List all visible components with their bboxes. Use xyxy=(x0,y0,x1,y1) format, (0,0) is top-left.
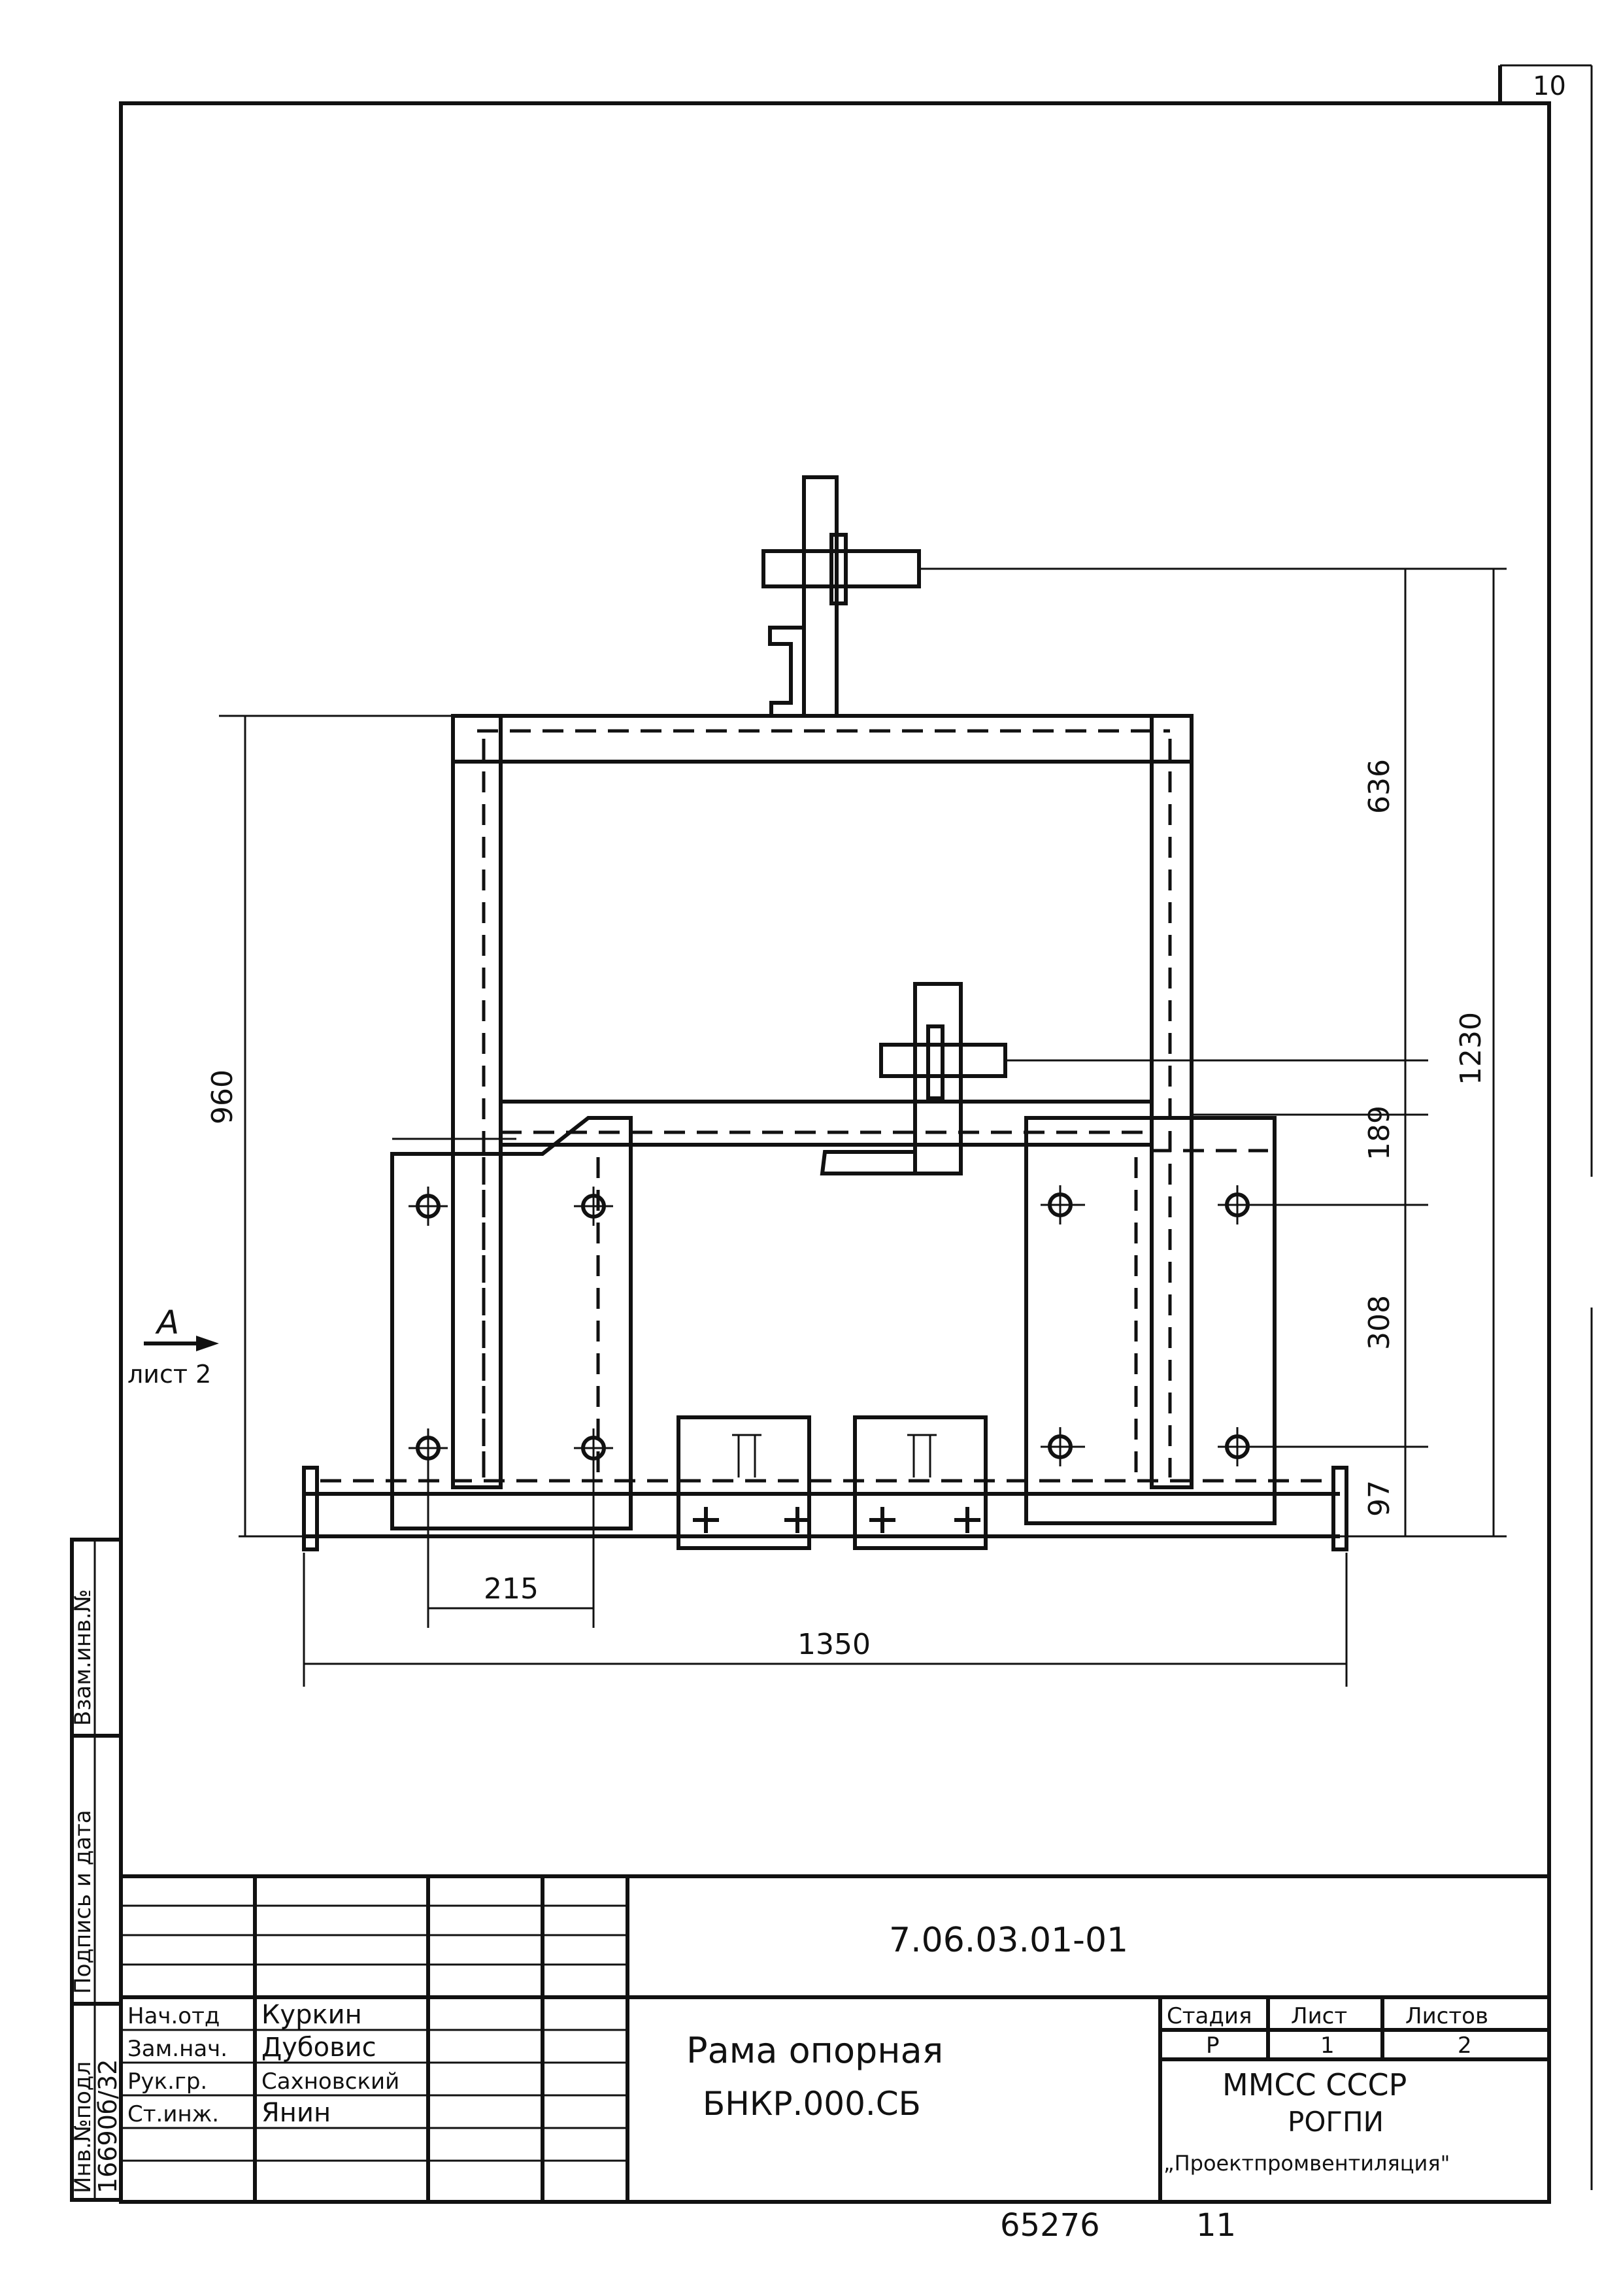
title-line2: БНКР.000.СБ xyxy=(703,2085,921,2123)
rail-clamp-right-marks xyxy=(869,1507,980,1533)
rail-clamp-left-bolt xyxy=(732,1434,761,1477)
dim-308: 308 xyxy=(1363,1295,1396,1350)
title-line1: Рама опорная xyxy=(686,2030,943,2071)
person-name-2: Сахновский xyxy=(261,2068,399,2095)
sheet-header: Лист xyxy=(1291,2003,1347,2029)
view-arrow-head xyxy=(196,1336,219,1351)
person-name-1: Дубовис xyxy=(261,2033,376,2063)
sheets-value: 2 xyxy=(1458,2033,1472,2059)
middle-clamp-bolt xyxy=(926,1024,944,1100)
top-clamp-bolt xyxy=(829,533,848,605)
sheet-value: 1 xyxy=(1320,2033,1335,2059)
rail-clamp-right xyxy=(853,1415,988,1550)
middle-bracket-post xyxy=(913,982,963,1175)
sheet-frame xyxy=(119,101,1551,2204)
left-plate-holes xyxy=(409,1187,613,1468)
rail-clamp-left-marks xyxy=(693,1507,811,1533)
top-bracket-angle xyxy=(768,626,806,718)
inv-orig-label: Инв.№подл xyxy=(70,2061,96,2193)
person-name-0: Куркин xyxy=(261,2000,362,2030)
rail-clamp-left xyxy=(677,1415,811,1550)
title-block: 7.06.03.01-01 Рама опорная БНКР.000.СБ С… xyxy=(121,1874,1549,2200)
org-line3: „Проектпромвентиляция" xyxy=(1163,2151,1450,2176)
dim-189: 189 xyxy=(1363,1106,1396,1160)
dim-97: 97 xyxy=(1363,1480,1396,1517)
dim-215: 215 xyxy=(484,1572,539,1606)
view-marker: A xyxy=(155,1304,179,1342)
dimensions: 636 189 308 97 1230 960 215 1350 A лист … xyxy=(127,567,1507,1687)
person-name-3: Янин xyxy=(261,2098,331,2128)
rail-end-right xyxy=(1331,1466,1348,1551)
left-mount-plate xyxy=(390,1116,633,1530)
frame-drawing xyxy=(302,475,1428,1551)
person-role-2: Рук.гр. xyxy=(127,2068,207,2095)
person-role-1: Зам.нач. xyxy=(127,2036,227,2062)
middle-bracket-angle xyxy=(820,1150,917,1175)
sheet-number: 10 xyxy=(1533,71,1566,101)
archive-number: 65276 xyxy=(1000,2207,1100,2244)
sheets-header: Листов xyxy=(1405,2003,1488,2029)
designation: 7.06.03.01-01 xyxy=(889,1921,1128,1960)
view-sheet-ref: лист 2 xyxy=(127,1360,211,1389)
inv-orig-value: 16690б/32 xyxy=(93,2059,122,2193)
sign-date-label: Подпись и дата xyxy=(70,1810,96,1994)
stage-value: Р xyxy=(1206,2033,1220,2059)
person-role-0: Нач.отд xyxy=(127,2003,220,2029)
dim-1350: 1350 xyxy=(797,1628,871,1661)
org-line1: ММСС СССР xyxy=(1222,2067,1407,2102)
dim-636: 636 xyxy=(1363,759,1396,814)
replace-inv-label: Взам.инв.№ xyxy=(70,1589,96,1726)
side-stamp: Взам.инв.№ Подпись и дата Инв.№подл 1669… xyxy=(70,1538,123,2202)
org-line2: РОГПИ xyxy=(1288,2106,1384,2138)
rail-end-left xyxy=(302,1466,319,1551)
dim-1230: 1230 xyxy=(1454,1012,1488,1085)
right-mount-plate xyxy=(1024,1116,1277,1525)
stage-header: Стадия xyxy=(1167,2003,1252,2029)
page-number: 11 xyxy=(1196,2207,1236,2244)
left-column xyxy=(451,714,503,1489)
middle-beam xyxy=(499,1100,1154,1147)
dim-960: 960 xyxy=(206,1070,239,1124)
person-role-3: Ст.инж. xyxy=(127,2101,219,2127)
top-beam xyxy=(451,714,1194,764)
top-clamp xyxy=(761,549,921,588)
rail-clamp-right-bolt xyxy=(907,1434,937,1477)
